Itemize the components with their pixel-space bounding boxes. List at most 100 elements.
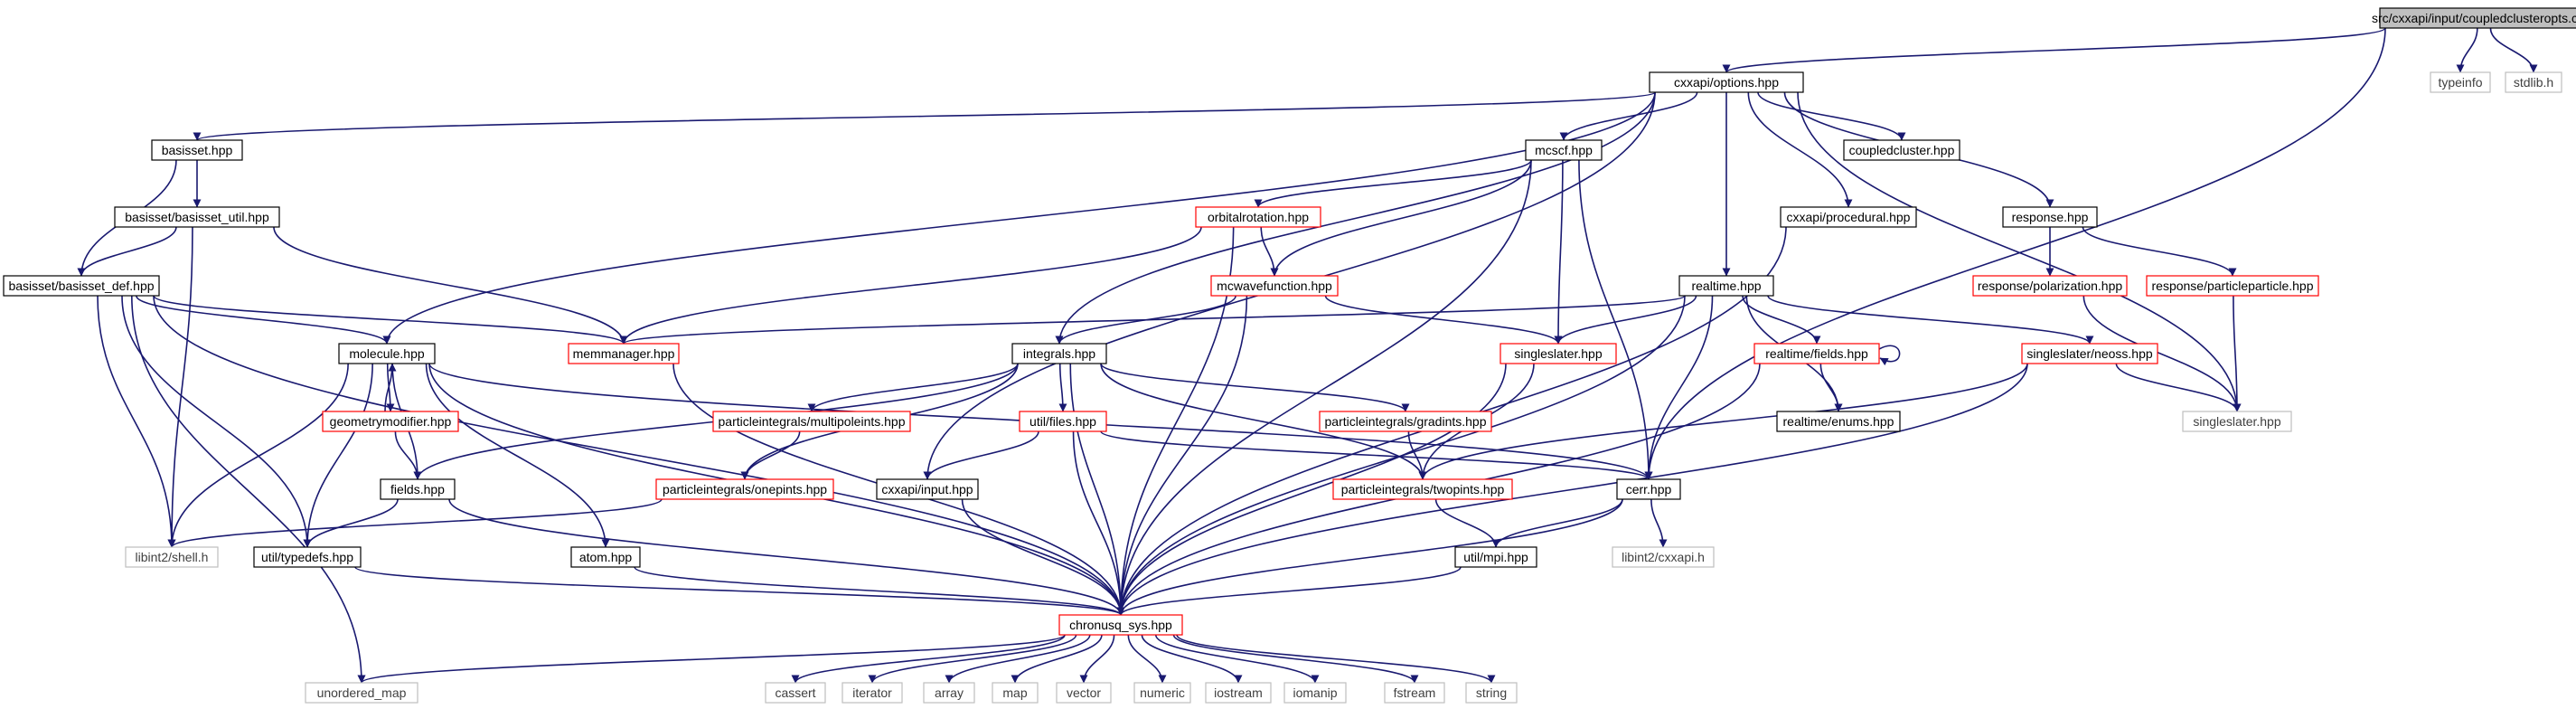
node-unordered_map: unordered_map (305, 682, 418, 704)
node-label: libint2/shell.h (136, 550, 209, 564)
node-map: map (992, 682, 1039, 704)
dependency-edge-multipoleints-onepints (740, 430, 801, 480)
node-geommod[interactable]: geometrymodifier.hpp (322, 411, 459, 432)
dependency-edge-mpi-sys (1116, 566, 1462, 616)
node-iterator: iterator (841, 682, 903, 704)
node-utilfiles[interactable]: util/files.hpp (1019, 411, 1107, 432)
node-label: orbitalrotation.hpp (1208, 210, 1309, 224)
node-integrals[interactable]: integrals.hpp (1011, 343, 1107, 364)
dependency-edge-options-coupledcluster (1757, 91, 1906, 141)
node-twopints[interactable]: particleintegrals/twopints.hpp (1332, 478, 1513, 500)
dependency-edge-realtime-neoss (1767, 295, 2094, 345)
node-label: numeric (1140, 685, 1185, 700)
dependency-edge-mcscf-mcwavefunction (1270, 159, 1532, 277)
node-rt_fields[interactable]: realtime/fields.hpp (1753, 343, 1880, 364)
node-label: cxxapi/input.hpp (881, 482, 973, 496)
node-label: iterator (852, 685, 892, 700)
node-fstream: fstream (1384, 682, 1445, 704)
node-label: fstream (1394, 685, 1436, 700)
node-label: cxxapi/procedural.hpp (1787, 210, 1911, 224)
node-label: response/polarization.hpp (1978, 279, 2123, 293)
node-label: particleintegrals/onepints.hpp (663, 482, 827, 496)
node-box (1056, 682, 1112, 704)
node-basisset_def[interactable]: basisset/basisset_def.hpp (3, 275, 160, 297)
dependency-edge-root-stdlib (2489, 27, 2538, 73)
node-box (1525, 139, 1603, 161)
dependency-edge-root-typeinfo (2456, 27, 2478, 73)
node-coupledcluster[interactable]: coupledcluster.hpp (1843, 139, 1960, 161)
dependency-edge-singleslater-sys (1116, 363, 1507, 616)
node-basisset[interactable]: basisset.hpp (151, 139, 243, 161)
node-basisset_util[interactable]: basisset/basisset_util.hpp (114, 206, 280, 228)
dependency-edge-cerr-mpi (1491, 498, 1623, 548)
dependency-edge-basisset_def-memmanager (153, 295, 628, 345)
node-typedefs[interactable]: util/typedefs.hpp (253, 546, 362, 568)
node-label: iostream (1214, 685, 1263, 700)
node-label: basisset/basisset_util.hpp (125, 210, 269, 224)
node-box (1195, 206, 1321, 228)
node-box (876, 478, 979, 500)
node-fields[interactable]: fields.hpp (380, 478, 456, 500)
node-box (1649, 71, 1804, 93)
node-mcscf[interactable]: mcscf.hpp (1525, 139, 1603, 161)
node-label: cxxapi/options.hpp (1674, 75, 1779, 90)
node-particleparticle[interactable]: response/particleparticle.hpp (2146, 275, 2319, 297)
dependency-edge-integrals-utilfiles (1058, 363, 1067, 412)
node-label: util/mpi.hpp (1463, 550, 1528, 564)
node-box (1616, 478, 1681, 500)
node-gradints[interactable]: particleintegrals/gradints.hpp (1319, 411, 1492, 432)
node-root: src/cxxapi/input/coupledclusteropts.cxx (2372, 7, 2576, 29)
node-atom[interactable]: atom.hpp (570, 546, 641, 568)
node-options[interactable]: cxxapi/options.hpp (1649, 71, 1804, 93)
node-mcwavefunction[interactable]: mcwavefunction.hpp (1210, 275, 1339, 297)
node-rt_enums[interactable]: realtime/enums.hpp (1776, 411, 1901, 432)
node-box (1843, 139, 1960, 161)
node-sys[interactable]: chronusq_sys.hpp (1058, 614, 1183, 636)
node-box (114, 206, 280, 228)
node-box (1133, 682, 1191, 704)
dependency-edge-realtime-rt_fields (1742, 295, 1821, 345)
dependency-edge-basisset_util-shell (167, 226, 193, 548)
node-label: unordered_map (317, 685, 407, 700)
node-box (1019, 411, 1107, 432)
dependency-edge-polarization-singleslater_ext (2082, 295, 2242, 412)
dependency-edge-options-procedural (1747, 91, 1853, 208)
node-polarization[interactable]: response/polarization.hpp (1972, 275, 2128, 297)
node-label: cerr.hpp (1626, 482, 1672, 496)
node-realtime[interactable]: realtime.hpp (1678, 275, 1774, 297)
node-box (841, 682, 903, 704)
node-onepints[interactable]: particleintegrals/onepints.hpp (655, 478, 834, 500)
node-multipoleints[interactable]: particleintegrals/multipoleints.hpp (712, 411, 911, 432)
dependency-edge-mcwavefunction-sys (1116, 295, 1248, 616)
node-response[interactable]: response.hpp (2002, 206, 2098, 228)
node-shell: libint2/shell.h (125, 546, 219, 568)
node-procedural[interactable]: cxxapi/procedural.hpp (1780, 206, 1917, 228)
node-box (1612, 546, 1715, 568)
node-label: atom.hpp (579, 550, 633, 564)
dependency-edge-utilfiles-sys (1072, 430, 1125, 616)
dependency-edge-basisset_util-memmanager (273, 226, 628, 345)
node-singleslater[interactable]: singleslater.hpp (1500, 343, 1617, 364)
node-cerr[interactable]: cerr.hpp (1616, 478, 1681, 500)
dependency-edge-integrals-sys (1069, 363, 1125, 616)
dependency-edge-sys-map (1011, 634, 1103, 684)
node-molecule[interactable]: molecule.hpp (338, 343, 436, 364)
dependency-edge-root-cerr (1644, 27, 2386, 480)
node-memmanager[interactable]: memmanager.hpp (568, 343, 680, 364)
node-orbitalrotation[interactable]: orbitalrotation.hpp (1195, 206, 1321, 228)
node-cxxinput[interactable]: cxxapi/input.hpp (876, 478, 979, 500)
node-neoss[interactable]: singleslater/neoss.hpp (2021, 343, 2158, 364)
node-label: mcscf.hpp (1535, 143, 1593, 157)
dependency-edge-cerr-cxxapi_h (1650, 498, 1668, 548)
node-box (1972, 275, 2128, 297)
node-box (712, 411, 911, 432)
node-label: map (1002, 685, 1027, 700)
node-mpi[interactable]: util/mpi.hpp (1454, 546, 1537, 568)
node-box (2146, 275, 2319, 297)
node-label: util/typedefs.hpp (261, 550, 353, 564)
dependency-edge-realtime-cerr (1644, 295, 1714, 480)
node-box (3, 275, 160, 297)
node-box (1332, 478, 1513, 500)
node-box (2182, 411, 2292, 432)
node-box (1319, 411, 1492, 432)
